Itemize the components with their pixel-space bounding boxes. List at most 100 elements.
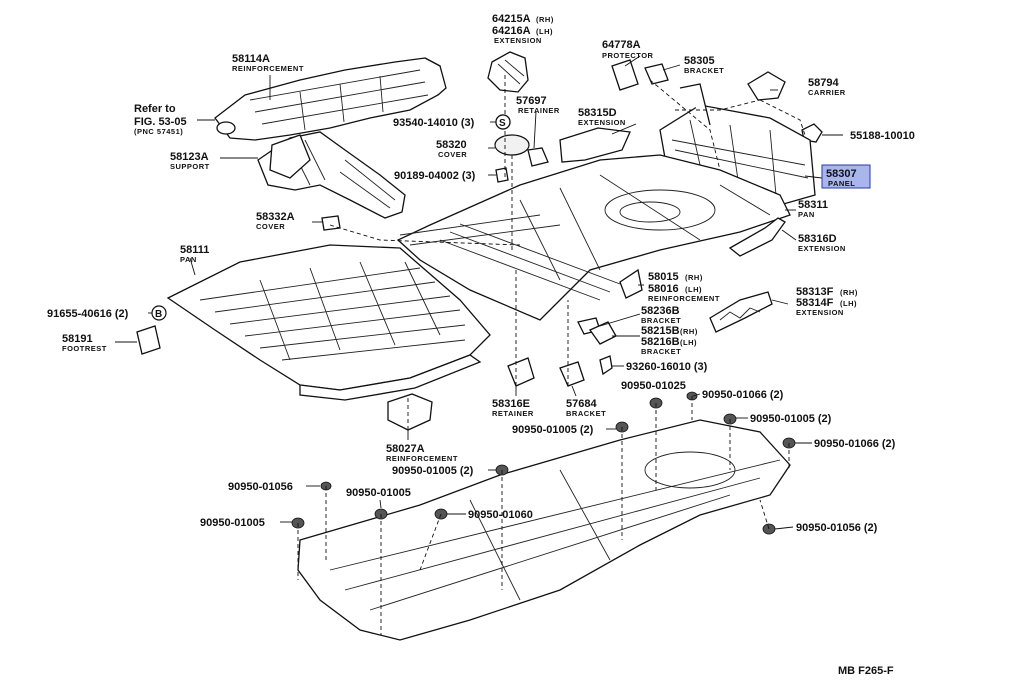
callout-64216a-part: 64216A bbox=[492, 25, 531, 37]
callout-58236b-part: 58236B bbox=[641, 305, 680, 317]
part-58332a-cover bbox=[321, 215, 341, 231]
part-57697-retainer bbox=[527, 147, 549, 167]
callout-58316e-part: 58316E bbox=[492, 398, 530, 410]
callout-90950-01066-b-part: 90950-01066 (2) bbox=[814, 438, 896, 450]
callout-58191-part: 58191 bbox=[62, 333, 93, 345]
dashed-locators bbox=[297, 75, 806, 635]
part-58311-pan bbox=[396, 154, 791, 321]
callout-64216a-side: (LH) bbox=[536, 27, 553, 36]
callout-58216b-side: (LH) bbox=[680, 338, 697, 347]
part-58027a-reinforcement bbox=[387, 393, 433, 431]
s-marker-icon bbox=[495, 114, 511, 130]
callout-58305-name: BRACKET bbox=[684, 66, 724, 75]
callout-64215a-side: (RH) bbox=[536, 15, 554, 24]
callout-58332a-part: 58332A bbox=[256, 211, 295, 223]
part-58315d-extension bbox=[559, 127, 631, 163]
callout-90950-01005-b-part: 90950-01005 (2) bbox=[512, 424, 594, 436]
leader-lines bbox=[115, 55, 843, 530]
bolt-93260 bbox=[599, 355, 613, 376]
callout-57684-part: 57684 bbox=[566, 398, 597, 410]
callout-58320-part: 58320 bbox=[436, 139, 467, 151]
b-marker-icon bbox=[151, 305, 167, 321]
part-58313f-extension bbox=[709, 291, 773, 333]
refer-line-2: FIG. 53-05 bbox=[134, 116, 187, 128]
callout-64778a-part: 64778A bbox=[602, 39, 641, 51]
callout-58332a-name: COVER bbox=[256, 222, 285, 231]
callout-58311-name: PAN bbox=[798, 210, 815, 219]
callout-58315d-part: 58315D bbox=[578, 107, 617, 119]
callout-58320-name: COVER bbox=[438, 150, 467, 159]
callout-58314f-part: 58314F bbox=[796, 297, 834, 309]
callout-90950-01005-c-part: 90950-01005 (2) bbox=[392, 465, 474, 477]
callout-58794-part: 58794 bbox=[808, 77, 839, 89]
part-64215a-extension bbox=[487, 51, 529, 93]
callout-90189-part: 90189-04002 (3) bbox=[394, 170, 476, 182]
s-marker-letter: S bbox=[499, 118, 506, 129]
callout-57697-name: RETAINER bbox=[518, 106, 560, 115]
callout-58316d-part: 58316D bbox=[798, 233, 837, 245]
callout-58307-part[interactable]: 58307 bbox=[826, 168, 857, 180]
part-58316e-retainer bbox=[507, 357, 535, 387]
part-lower-floor-pan bbox=[297, 419, 791, 641]
part-58794-carrier bbox=[747, 71, 786, 101]
callout-58016-side: (LH) bbox=[685, 285, 702, 294]
part-58191-footrest bbox=[136, 325, 161, 355]
highlight-box-58307[interactable] bbox=[821, 164, 871, 189]
callout-90950-01025-part: 90950-01025 bbox=[621, 380, 686, 392]
callout-90950-01005-a-part: 90950-01005 (2) bbox=[750, 413, 832, 425]
callout-58215b-side: (RH) bbox=[680, 327, 698, 336]
callout-58215b-part: 58215B bbox=[641, 325, 680, 337]
b-marker-letter: B bbox=[155, 309, 162, 320]
callout-58311-part: 58311 bbox=[798, 199, 828, 211]
callout-58015-part: 58015 bbox=[648, 271, 679, 283]
callout-58015-name: REINFORCEMENT bbox=[648, 294, 720, 303]
callout-58015-side: (RH) bbox=[685, 273, 703, 282]
callout-58313f-part: 58313F bbox=[796, 286, 834, 298]
callout-58111-name: PAN bbox=[180, 255, 197, 264]
callout-58236b-name: BRACKET bbox=[641, 316, 681, 325]
part-64778a-protector bbox=[611, 59, 639, 91]
callout-58794-name: CARRIER bbox=[808, 88, 846, 97]
part-58305-bracket bbox=[644, 63, 669, 85]
callout-90950-01060-part: 90950-01060 bbox=[468, 509, 533, 521]
callout-58316e-name: RETAINER bbox=[492, 409, 534, 418]
part-58015-reinforcement bbox=[619, 268, 643, 299]
callout-64778a-name: PROTECTOR bbox=[602, 51, 654, 60]
callout-64215a-name: EXTENSION bbox=[494, 36, 542, 45]
part-90189-clip bbox=[495, 167, 509, 183]
callout-58191-name: FOOTREST bbox=[62, 344, 107, 353]
callout-58111-part: 58111 bbox=[180, 244, 209, 256]
callout-90950-01005-d-part: 90950-01005 bbox=[346, 487, 411, 499]
callout-58307-name[interactable]: PANEL bbox=[828, 179, 855, 188]
callout-91655-part: 91655-40616 (2) bbox=[47, 308, 129, 320]
callout-58314f-side: (LH) bbox=[840, 299, 857, 308]
callout-58216b-part: 58216B bbox=[641, 336, 680, 348]
part-58114a-reinforcement bbox=[214, 57, 447, 141]
callout-58305-part: 58305 bbox=[684, 55, 715, 67]
callout-90950-01056-a-part: 90950-01056 bbox=[228, 481, 293, 493]
callout-90950-01005-e-part: 90950-01005 bbox=[200, 517, 265, 529]
callout-64215a-part: 64215A bbox=[492, 13, 531, 25]
part-58316d-extension bbox=[728, 217, 786, 257]
part-58123a-support bbox=[257, 131, 406, 219]
callout-58313f-name: EXTENSION bbox=[796, 308, 844, 317]
callout-58016-part: 58016 bbox=[648, 283, 679, 295]
callout-58027a-part: 58027A bbox=[386, 443, 425, 455]
callout-93540-part: 93540-14010 (3) bbox=[393, 117, 475, 129]
callout-58313f-side: (RH) bbox=[840, 288, 858, 297]
callout-57697-part: 57697 bbox=[516, 95, 547, 107]
callout-55188-part: 55188-10010 bbox=[850, 130, 915, 142]
refer-line-1: Refer to bbox=[134, 103, 176, 115]
callout-93260-part: 93260-16010 (3) bbox=[626, 361, 708, 373]
part-57684-bracket bbox=[559, 361, 585, 387]
callout-58114a-part: 58114A bbox=[232, 53, 270, 65]
callout-57684-name: BRACKET bbox=[566, 409, 606, 418]
callout-58215b-name: BRACKET bbox=[641, 347, 681, 356]
part-58320-cover bbox=[494, 134, 530, 156]
callout-58027a-name: REINFORCEMENT bbox=[386, 454, 458, 463]
figure-code: MB F265-F bbox=[838, 665, 894, 677]
callout-58315d-name: EXTENSION bbox=[578, 118, 626, 127]
callout-58123a-part: 58123A bbox=[170, 151, 209, 163]
part-58111-pan bbox=[166, 244, 491, 401]
